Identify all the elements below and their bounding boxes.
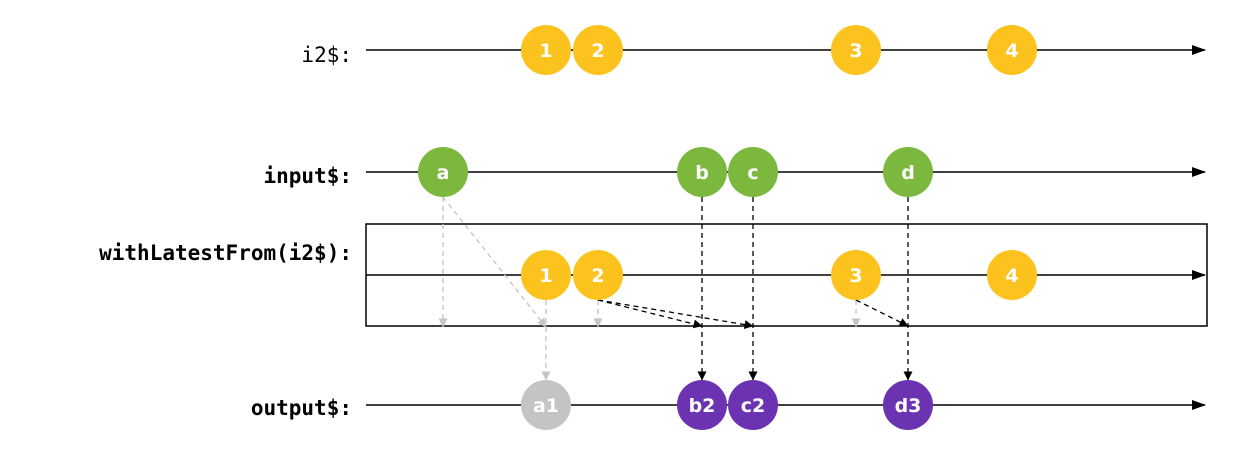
marble-output-a1: a1 bbox=[521, 380, 571, 430]
marble-output-d3-label: d3 bbox=[895, 395, 922, 417]
arrow-a-diagonal bbox=[442, 196, 547, 328]
marble-output-c2-label: c2 bbox=[741, 395, 765, 417]
marble-operator-1-label: 1 bbox=[539, 265, 552, 287]
emission-arrows bbox=[438, 196, 913, 381]
arrow-2-to-c bbox=[597, 299, 754, 330]
marble-i2-3: 3 bbox=[831, 25, 881, 75]
marble-input-c: c bbox=[728, 147, 778, 197]
marble-output-c2: c2 bbox=[728, 380, 778, 430]
marble-input-a-label: a bbox=[437, 162, 450, 184]
marble-i2-1: 1 bbox=[521, 25, 571, 75]
marble-output-d3: d3 bbox=[883, 380, 933, 430]
marble-operator-4: 4 bbox=[987, 250, 1037, 300]
marble-operator-1: 1 bbox=[521, 250, 571, 300]
marble-i2-4: 4 bbox=[987, 25, 1037, 75]
lane-label-output: output$: bbox=[251, 396, 352, 420]
marble-input-a: a bbox=[418, 147, 468, 197]
lane-label-input: input$: bbox=[263, 164, 352, 188]
marble-i2-2: 2 bbox=[573, 25, 623, 75]
marble-input-b: b bbox=[677, 147, 727, 197]
marble-input-d: d bbox=[883, 147, 933, 197]
marble-output-b2: b2 bbox=[677, 380, 727, 430]
lane-label-operator: withLatestFrom(i2$): bbox=[99, 241, 352, 265]
arrow-2-to-b bbox=[597, 299, 703, 329]
marble-operator-2-label: 2 bbox=[591, 265, 604, 287]
marble-input-b-label: b bbox=[695, 162, 709, 184]
marble-i2-2-label: 2 bbox=[591, 40, 604, 62]
marble-input-d-label: d bbox=[901, 162, 915, 184]
marble-output-b2-label: b2 bbox=[689, 395, 716, 417]
arrow-3-to-d bbox=[855, 299, 909, 327]
marble-operator-3-label: 3 bbox=[849, 265, 862, 287]
lane-label-i2: i2$: bbox=[301, 43, 352, 67]
marble-operator-3: 3 bbox=[831, 250, 881, 300]
marble-input-c-label: c bbox=[747, 162, 758, 184]
marble-i2-3-label: 3 bbox=[849, 40, 862, 62]
marble-operator-4-label: 4 bbox=[1005, 265, 1018, 287]
marble-operator-2: 2 bbox=[573, 250, 623, 300]
marble-output-a1-label: a1 bbox=[533, 395, 559, 417]
marble-i2-1-label: 1 bbox=[539, 40, 552, 62]
marble-i2-4-label: 4 bbox=[1005, 40, 1018, 62]
